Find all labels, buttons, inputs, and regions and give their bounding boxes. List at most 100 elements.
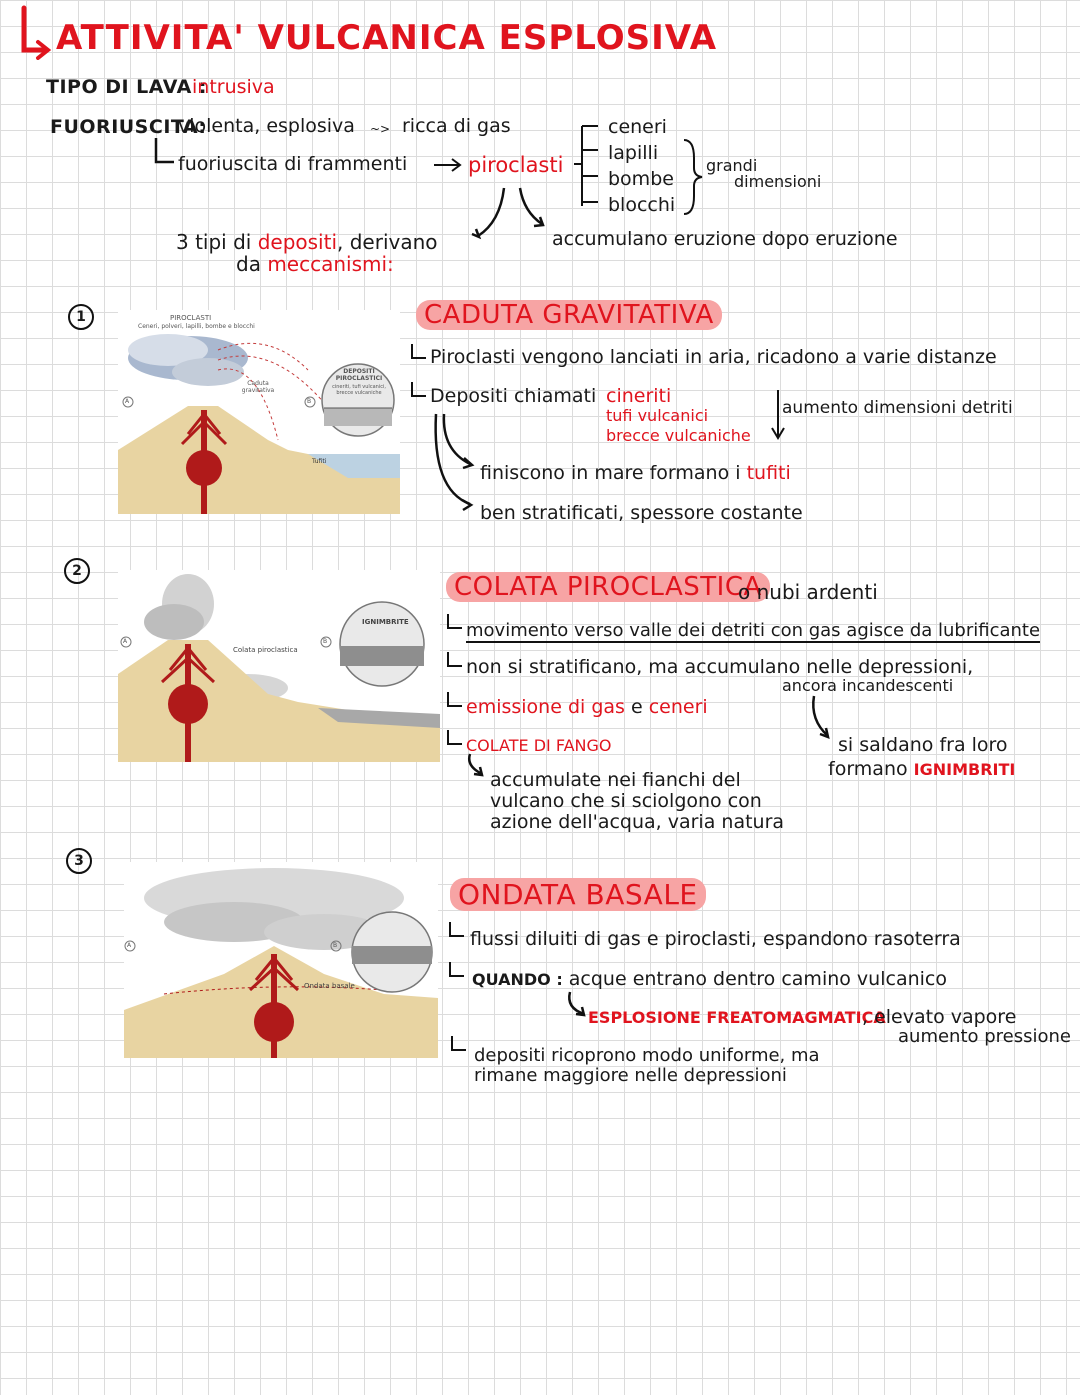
diagram2-a: A	[123, 638, 128, 645]
deposit-brecce: brecce vulcaniche	[606, 426, 751, 445]
s1-line1: Piroclasti vengono lanciati in aria, ric…	[430, 346, 997, 368]
s2-arrow-icon-2	[447, 652, 462, 667]
s2-arrow-icon-1	[447, 614, 462, 629]
s2-formano: formano	[828, 758, 908, 780]
s2-ancora: ancora incandescenti	[782, 676, 954, 695]
diagram1-subtitle: Ceneri, polveri, lapilli, bombe e blocch…	[138, 323, 255, 330]
s2-emissione: emissione di gas	[466, 696, 625, 718]
s3-esplosione: ESPLOSIONE FREATOMAGMATICA	[588, 1008, 886, 1027]
piroclasti-split-arrows	[471, 187, 545, 240]
meccanismi-line: da meccanismi:	[236, 252, 394, 276]
s2-acc3: azione dell'acqua, varia natura	[490, 811, 785, 833]
diagram3-b: B	[333, 942, 338, 949]
section-3-heading: ONDATA BASALE	[450, 878, 706, 911]
diagram1-caduta: Caduta gravitativa	[241, 380, 275, 394]
diagram2-b: B	[323, 638, 328, 645]
s1-curve-arrows	[434, 413, 475, 512]
type-bombe: bombe	[608, 168, 674, 190]
diagram3-label: Ondata basale	[304, 982, 355, 990]
s3-arrow-icon-3	[451, 1036, 466, 1051]
dimensioni-label: dimensioni	[734, 172, 822, 191]
diagram1-depositi-sub: cineriti, tufi vulcanici, brecce vulcani…	[332, 384, 386, 396]
type-blocchi: blocchi	[608, 194, 676, 216]
s2-colate: COLATE DI FANGO	[466, 736, 612, 755]
diagram1-tufiti: Tufiti	[312, 458, 327, 465]
diagram1-b: B	[307, 398, 312, 405]
section-1-heading: CADUTA GRAVITATIVA	[416, 300, 722, 330]
section-3-number: 3	[66, 848, 92, 874]
tipo-lava-value: intrusiva	[192, 76, 275, 98]
fuoriuscita-sub: fuoriuscita di frammenti	[178, 153, 408, 175]
section-1-number: 1	[68, 304, 94, 330]
s2-acc1: accumulate nei fianchi del	[490, 769, 741, 791]
s2-line3: emissione di gas e ceneri	[466, 696, 708, 718]
s1-finiscono-line: finiscono in mare formano i tufiti	[480, 462, 791, 484]
arrow-glyph: ~>	[370, 122, 391, 136]
s2-incandescenti-arrow	[812, 695, 830, 739]
s3-line1: flussi diluiti di gas e piroclasti, espa…	[470, 928, 961, 950]
piroclasti-types: ceneri lapilli bombe blocchi	[608, 114, 675, 218]
tipo-lava-label: TIPO DI LAVA :	[46, 76, 208, 98]
s2-arrow-icon-4	[447, 730, 462, 745]
tre-tipi-line: 3 tipi di depositi, derivano	[176, 230, 438, 254]
caduta-gravitativa-diagram	[118, 310, 400, 514]
s3-dep2: rimane maggiore nelle depressioni	[474, 1065, 787, 1086]
s2-e: e	[630, 696, 643, 718]
s2-colate-arrow	[468, 753, 484, 777]
fuoriuscita-label: FUORIUSCITA:	[50, 116, 207, 138]
s2-alt: o nubi ardenti	[738, 580, 878, 604]
diagram2-label: Colata piroclastica	[233, 646, 298, 654]
s2-accumulate-block: accumulate nei fianchi del vulcano che s…	[490, 770, 784, 833]
section-2-heading: COLATA PIROCLASTICA	[446, 572, 770, 602]
s3-elevato: , elevato vapore	[862, 1006, 1017, 1028]
s3-quando-line: QUANDO : acque entrano dentro camino vul…	[472, 968, 947, 990]
type-ceneri: ceneri	[608, 116, 667, 138]
diagram2-inset: IGNIMBRITE	[362, 618, 409, 626]
meccanismi-term: meccanismi:	[267, 252, 394, 276]
right-arrow-icon	[434, 158, 462, 172]
s1-arrow-icon-1	[411, 344, 426, 359]
section-2-number: 2	[64, 558, 90, 584]
tipi-text: 3 tipi di	[176, 230, 252, 254]
diagram3-a: A	[127, 942, 132, 949]
piroclasti-term: piroclasti	[468, 153, 564, 177]
s3-depositi-block: depositi ricoprono modo uniforme, ma rim…	[474, 1046, 820, 1086]
s2-line2: non si stratificano, ma accumulano nelle…	[466, 656, 974, 678]
grandi-label: grandi	[706, 156, 758, 175]
da-text: da	[236, 252, 261, 276]
page-title: ATTIVITA' VULCANICA ESPLOSIVA	[56, 18, 718, 58]
sub-arrow-icon	[154, 138, 174, 164]
s3-quando-arrow	[568, 991, 586, 1017]
deposit-tufi: tufi vulcanici	[606, 406, 709, 425]
s2-acc2: vulcano che si sciolgono con	[490, 790, 762, 812]
diagram1-title: PIROCLASTI	[170, 314, 212, 322]
type-lapilli: lapilli	[608, 142, 659, 164]
s2-formano-line: formano IGNIMBRITI	[828, 758, 1015, 780]
s2-arrow-icon-3	[447, 692, 462, 707]
diagram1-depositi-title: DEPOSITI PIROCLASTICI	[335, 368, 383, 382]
s2-ignimbriti: IGNIMBRITI	[913, 760, 1016, 779]
s2-line1: movimento verso valle dei detriti con ga…	[466, 620, 1041, 643]
colata-piroclastica-diagram	[118, 570, 440, 762]
s1-arrow-icon-2	[411, 382, 426, 397]
s3-arrow-icon-1	[449, 922, 464, 937]
s3-aumento: aumento pressione	[898, 1026, 1072, 1047]
s1-finiscono: finiscono in mare formano i	[480, 462, 741, 484]
ondata-basale-diagram	[124, 862, 438, 1058]
grandi-brace	[683, 139, 703, 215]
s3-quando-label: QUANDO :	[472, 970, 563, 989]
title-arrow-icon	[21, 5, 52, 60]
aumento-arrow-icon	[771, 390, 785, 440]
accumulano-text: accumulano eruzione dopo eruzione	[552, 228, 898, 250]
s1-tufiti: tufiti	[746, 462, 791, 484]
s1-aumento: aumento dimensioni detriti	[782, 398, 1013, 418]
diagram1-a: A	[125, 398, 130, 405]
s3-dep1: depositi ricoprono modo uniforme, ma	[474, 1045, 820, 1066]
deposit-cineriti: cineriti	[606, 385, 672, 407]
piroclasti-bracket	[574, 125, 598, 206]
s1-depositi: Depositi chiamati	[430, 385, 597, 407]
depositi-term: depositi	[257, 230, 338, 254]
s1-deposit-types: cineriti tufi vulcanici brecce vulcanich…	[606, 386, 751, 446]
s3-quando: acque entrano dentro camino vulcanico	[568, 968, 947, 990]
derivano-text: , derivano	[337, 230, 438, 254]
